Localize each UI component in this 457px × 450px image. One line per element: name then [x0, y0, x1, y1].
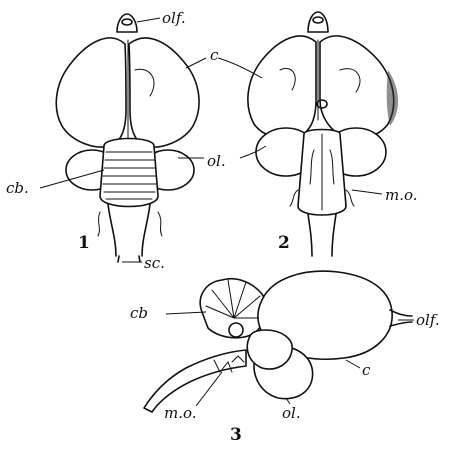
fig2-right-hemisphere [320, 36, 394, 139]
figure-3-lateral-brain [144, 271, 412, 412]
fig2-olfactory-lobe [308, 12, 328, 32]
fig1-right-hemisphere [129, 38, 199, 147]
figure-2-ventral-brain [248, 12, 398, 256]
fig1-label-sc: sc. [144, 254, 165, 272]
figure-1-dorsal-brain [56, 14, 199, 262]
fig3-label-cb: cb [130, 304, 148, 322]
fig2-label-mo: m.o. [385, 186, 418, 204]
fig1-number: 1 [78, 233, 90, 253]
fig3-label-ol: ol. [282, 404, 301, 422]
fig1-label-ol: ol. [207, 152, 226, 170]
fig1-left-hemisphere [56, 38, 126, 147]
fig1-medulla [108, 204, 150, 256]
fig3-label-c: c [362, 361, 371, 379]
fig3-medulla [144, 350, 246, 412]
fig3-number: 3 [230, 425, 242, 445]
fig3-label-olf: olf. [416, 311, 440, 329]
fig1-label-olf: olf. [162, 9, 186, 27]
fig1-cerebellum [100, 139, 158, 207]
fig1-spinal-cord [118, 256, 140, 262]
fig2-number: 2 [278, 233, 290, 253]
fig1-label-cb: cb. [6, 179, 29, 197]
fig1-label-c: c [210, 46, 219, 64]
fig3-olfactory-stalk [390, 310, 412, 326]
fig1-olfactory-lobe [117, 14, 137, 32]
fig3-pineal [229, 323, 243, 337]
fig3-mid-lobe [247, 330, 292, 369]
fig3-label-mo: m.o. [164, 404, 197, 422]
fig2-left-hemisphere [248, 36, 316, 139]
